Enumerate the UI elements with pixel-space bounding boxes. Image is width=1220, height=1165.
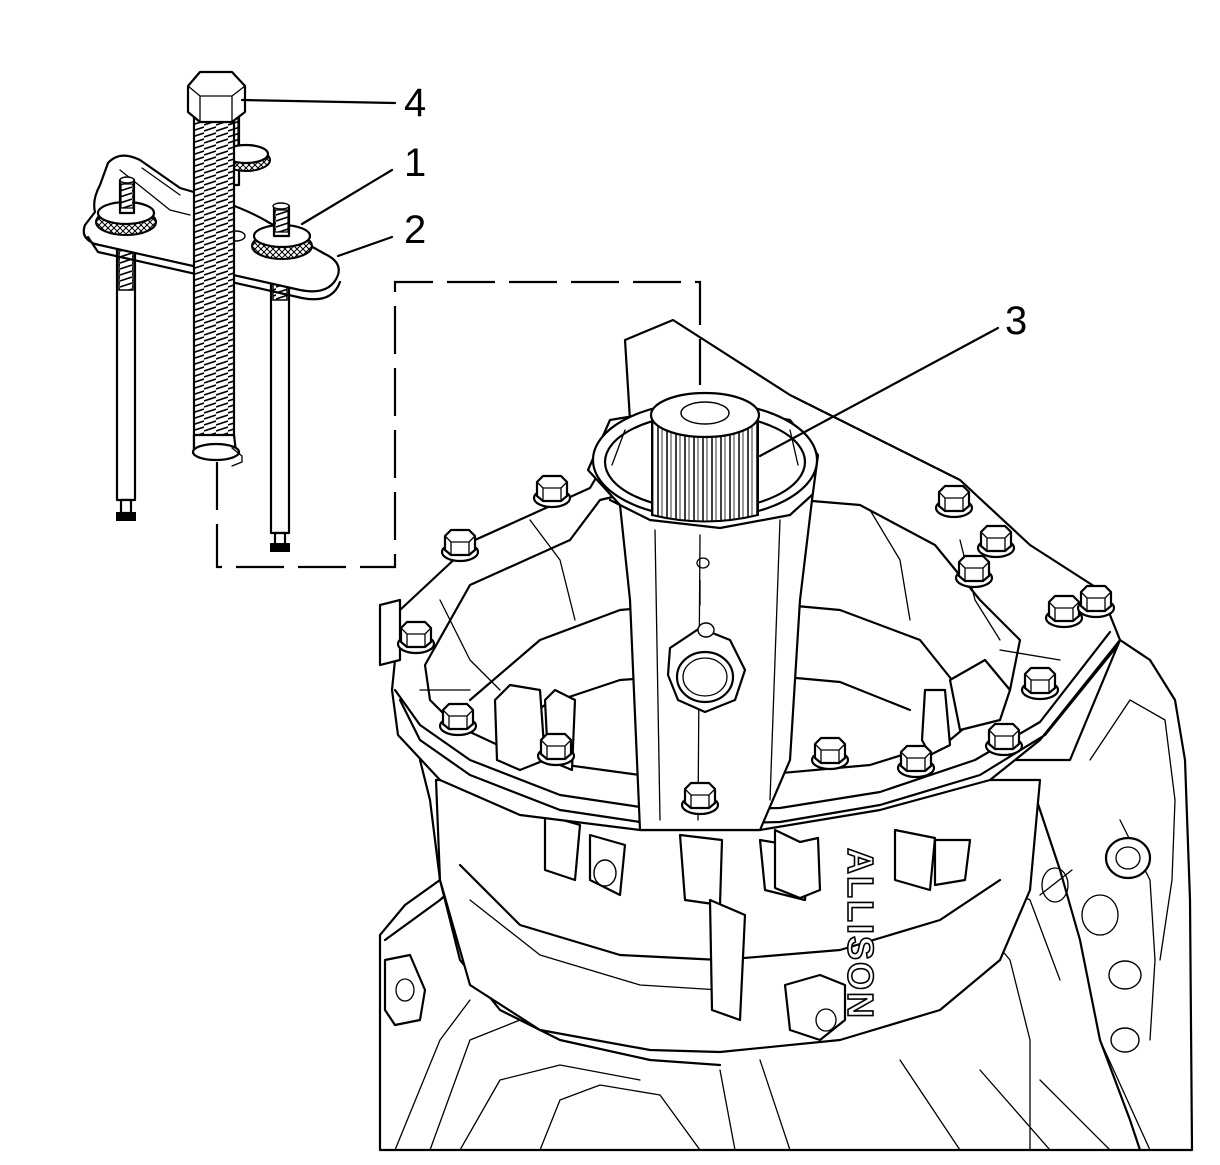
callout-3: 3 (1005, 299, 1027, 343)
callout-2: 2 (404, 208, 426, 252)
callout-1: 1 (404, 141, 426, 185)
puller-tool (82, 70, 342, 552)
casting-text: ALLISON (840, 848, 881, 1020)
install-path-line (215, 280, 702, 569)
leader-2 (336, 235, 394, 258)
leader-3 (758, 326, 1000, 458)
callouts: 4 1 2 3 (404, 81, 1027, 343)
callout-4: 4 (404, 81, 426, 125)
leader-1 (300, 168, 394, 226)
leader-lines (240, 98, 1000, 458)
leader-4 (240, 98, 397, 105)
extension-cover (378, 318, 1122, 832)
